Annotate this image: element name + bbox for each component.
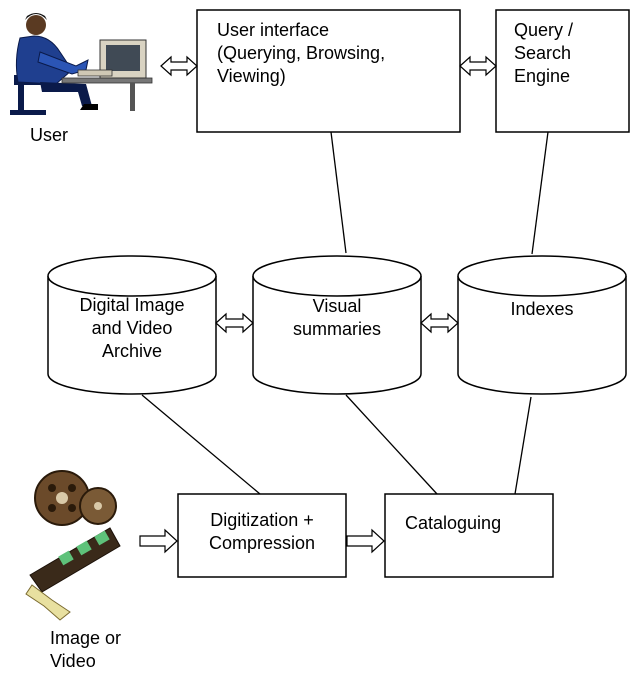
cataloguing-label: Cataloguing xyxy=(405,513,502,533)
cataloguing-box xyxy=(384,493,554,578)
connector-lines xyxy=(141,131,549,495)
arrow-user-ui xyxy=(160,55,198,77)
arrow-digitization-cataloguing xyxy=(346,528,385,554)
archive-label: Digital Image and Video Archive xyxy=(79,295,185,361)
link-summaries-to-cataloguing xyxy=(345,394,438,495)
link-archive-to-digitization xyxy=(141,394,261,495)
indexes-label: Indexes xyxy=(510,299,574,319)
digitization-box xyxy=(177,493,347,578)
visual-summaries-cylinder xyxy=(252,255,422,395)
arrow-ui-engine xyxy=(459,55,497,77)
indexes-cylinder xyxy=(457,255,627,395)
user-interface-box xyxy=(196,9,461,133)
user-label: User xyxy=(30,125,69,145)
visual-summaries-label: Visual summaries xyxy=(292,296,381,339)
arrow-summaries-indexes xyxy=(420,312,459,334)
arrow-source-digitization xyxy=(139,528,178,554)
link-ui-to-summaries xyxy=(330,131,347,254)
source-label: Image or Video xyxy=(50,628,122,671)
archive-cylinder xyxy=(47,255,217,395)
query-engine-label: Query / Search Engine xyxy=(514,20,574,86)
person-at-computer-icon xyxy=(10,13,153,115)
query-engine-box xyxy=(495,9,630,133)
arrow-archive-summaries xyxy=(215,312,254,334)
link-engine-to-indexes xyxy=(531,131,549,255)
link-indexes-to-cataloguing xyxy=(514,396,532,495)
user-interface-label: User interface (Querying, Browsing, View… xyxy=(217,20,386,86)
digitization-label: Digitization + Compression xyxy=(208,510,316,553)
film-reel-icon xyxy=(25,470,121,621)
